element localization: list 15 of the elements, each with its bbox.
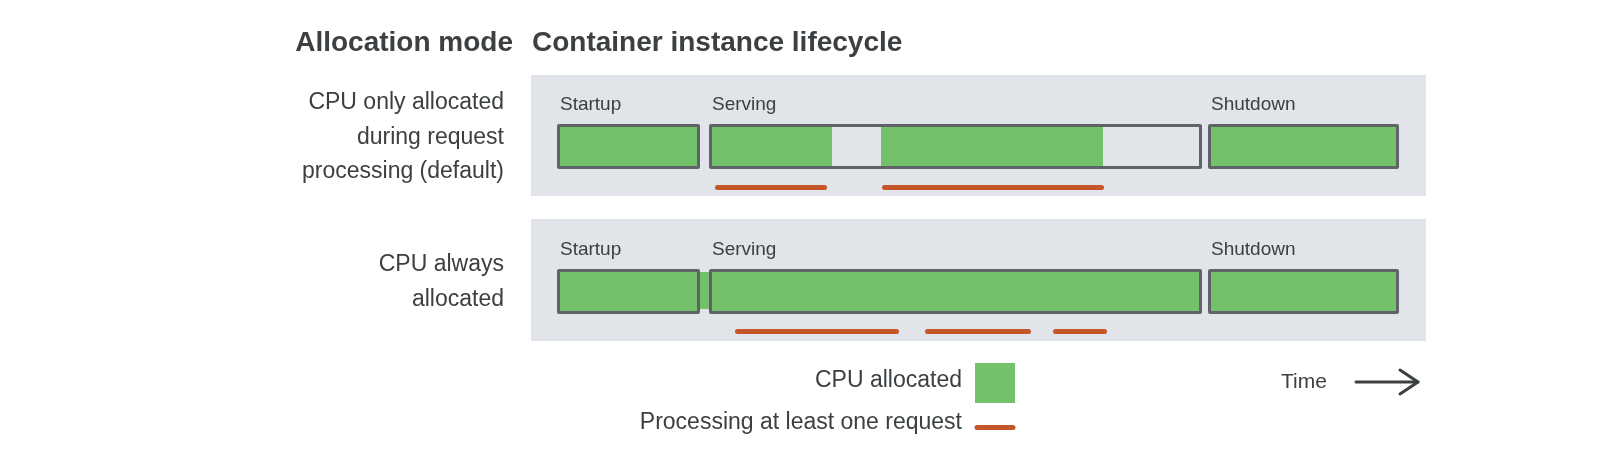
- legend-label: CPU allocated: [814, 366, 962, 393]
- phase-label: Shutdown: [1211, 238, 1296, 260]
- phase-label: Serving: [712, 93, 777, 115]
- axis-label: Time: [1281, 369, 1327, 393]
- phase-label: Startup: [560, 93, 622, 115]
- column-heading: Allocation mode: [295, 26, 513, 58]
- column-heading: Container instance lifecycle: [532, 26, 903, 58]
- row-label: CPU only allocated during request processing (default): [301, 87, 504, 185]
- legend-label: Processing at least one request: [639, 408, 962, 435]
- phase-label: Startup: [560, 238, 622, 260]
- phase-label: Shutdown: [1211, 93, 1296, 115]
- lifecycle-panel: [531, 219, 1426, 341]
- lifecycle-panel: [531, 75, 1426, 196]
- phase-label: Serving: [712, 238, 777, 260]
- row-label: CPU always allocated: [377, 249, 504, 313]
